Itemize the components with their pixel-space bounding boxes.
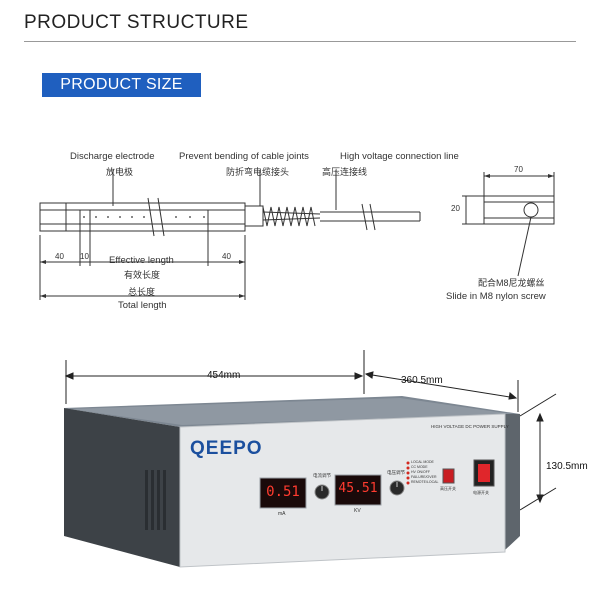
section-banner: PRODUCT SIZE [42, 73, 201, 97]
label-screw-en: Slide in M8 nylon screw [446, 291, 546, 302]
brand-logo: QEEPO [190, 438, 263, 459]
label-hv-cn: 高压连接线 [322, 167, 368, 177]
current-knob-label: 电流调节 [313, 473, 331, 478]
current-unit: mA [278, 511, 286, 517]
label-screw-cn: 配合M8尼龙螺丝 [478, 278, 545, 288]
page-title: PRODUCT STRUCTURE [24, 12, 249, 33]
label-effective-cn: 有效长度 [124, 270, 161, 280]
indicator-label: FAILURE/OVER [411, 475, 437, 479]
dim-depth: 360.5mm [401, 375, 443, 386]
power-switch-label: 电源开关 [473, 490, 489, 495]
voltage-display [334, 474, 382, 506]
hv-switch-label: 高压开关 [440, 486, 456, 491]
current-value: 0.51 [266, 484, 300, 500]
power-switch [478, 464, 490, 482]
indicator-list: LOCAL MODE CC MODE HV ON/OFF FAILURE/OVE… [411, 460, 438, 485]
voltage-value: 45.51 [338, 481, 378, 496]
title-divider [24, 41, 576, 42]
indicator-label: REMOTE/LOCAL [411, 480, 439, 484]
voltage-knob-label: 电压调节 [387, 470, 405, 475]
label-total-cn: 总长度 [128, 287, 156, 297]
label-effective-en: Effective length [109, 255, 174, 266]
label-prevent-cn: 防折弯电缆接头 [226, 167, 290, 177]
dim-right-40: 40 [222, 252, 231, 261]
voltage-unit: KV [354, 508, 361, 514]
indicator-label: CC MODE [411, 465, 428, 469]
dim-width-70: 70 [514, 165, 523, 174]
dim-ten: 10 [80, 252, 89, 261]
label-hv-en: High voltage connection line [340, 151, 459, 162]
label-discharge-cn: 放电极 [106, 167, 134, 177]
dim-height: 130.5mm [546, 461, 588, 472]
indicator-label: LOCAL MODE [411, 460, 434, 464]
label-prevent-en: Prevent bending of cable joints [179, 151, 309, 162]
current-display [259, 477, 307, 509]
label-discharge-en: Discharge electrode [70, 151, 155, 162]
electrode-drawing [39, 170, 555, 300]
label-total-en: Total length [118, 300, 167, 311]
voltage-knob [389, 480, 405, 496]
dim-height-20: 20 [451, 204, 460, 213]
panel-title: HIGH VOLTAGE DC POWER SUPPLY [431, 424, 509, 429]
indicator-label: HV ON/OFF [411, 470, 431, 474]
cross-section [483, 195, 555, 225]
dim-width: 454mm [207, 370, 241, 381]
hv-switch [442, 468, 455, 484]
dim-left-40: 40 [55, 252, 64, 261]
current-knob [314, 484, 330, 500]
